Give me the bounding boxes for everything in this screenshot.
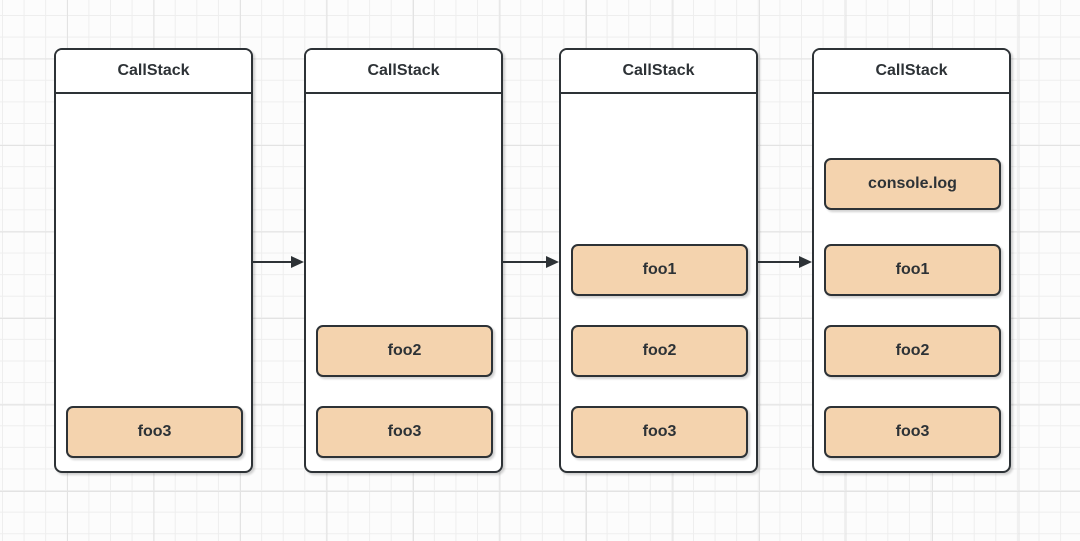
stack-frame-label: foo3 (642, 423, 677, 440)
stack-frame-label: foo1 (895, 261, 930, 278)
stack-frame-label: foo2 (642, 342, 677, 359)
stack-frame-foo3: foo3 (316, 406, 493, 458)
arrow-head-icon (546, 256, 559, 268)
callstack-title: CallStack (56, 50, 251, 94)
stack-frames: foo1 foo2 foo3 (561, 94, 756, 471)
stack-frame-foo1: foo1 (571, 244, 748, 296)
stack-frame-label: foo2 (387, 342, 422, 359)
stack-frame-label: foo3 (387, 423, 422, 440)
stack-frame-foo2: foo2 (824, 325, 1001, 377)
stack-frame-label: foo3 (895, 423, 930, 440)
stack-frame-foo1: foo1 (824, 244, 1001, 296)
stack-frames: foo3 (56, 94, 251, 471)
callstack-title: CallStack (814, 50, 1009, 94)
stack-frame-foo3: foo3 (571, 406, 748, 458)
callstack-box-3: CallStack foo1 foo2 foo3 (559, 48, 758, 473)
stack-frames: console.log foo1 foo2 foo3 (814, 94, 1009, 471)
callstack-box-4: CallStack console.log foo1 foo2 foo3 (812, 48, 1011, 473)
stack-frame-foo2: foo2 (571, 325, 748, 377)
stack-frame-label: foo3 (137, 423, 172, 440)
stack-frame-foo3: foo3 (66, 406, 243, 458)
arrow-head-icon (291, 256, 304, 268)
arrow-head-icon (799, 256, 812, 268)
stack-frame-foo3: foo3 (824, 406, 1001, 458)
stack-frame-label: console.log (868, 175, 957, 192)
arrow-line (253, 261, 294, 263)
arrow-line (758, 261, 802, 263)
callstack-box-1: CallStack foo3 (54, 48, 253, 473)
callstack-title: CallStack (561, 50, 756, 94)
callstack-box-2: CallStack foo2 foo3 (304, 48, 503, 473)
stack-frames: foo2 foo3 (306, 94, 501, 471)
stack-frame-console-log: console.log (824, 158, 1001, 210)
stack-frame-label: foo1 (642, 261, 677, 278)
callstack-title: CallStack (306, 50, 501, 94)
stack-frame-label: foo2 (895, 342, 930, 359)
arrow-line (503, 261, 549, 263)
stack-frame-foo2: foo2 (316, 325, 493, 377)
flow-arrow-3 (758, 256, 812, 268)
flow-arrow-1 (253, 256, 304, 268)
flow-arrow-2 (503, 256, 559, 268)
